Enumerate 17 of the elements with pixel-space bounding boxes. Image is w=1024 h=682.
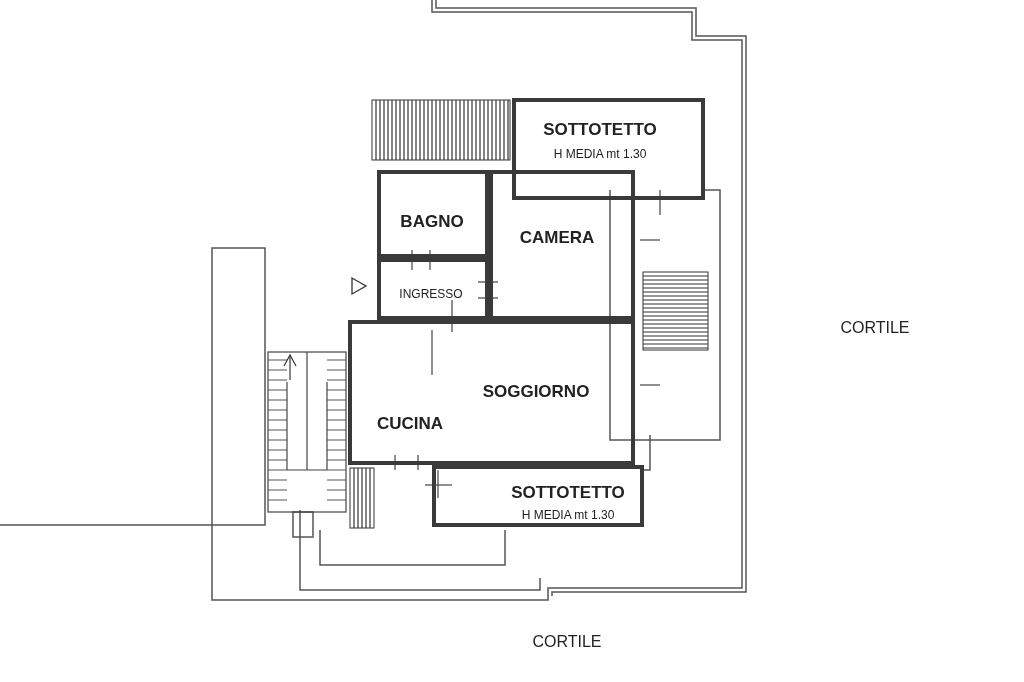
room-name: CAMERA (519, 228, 595, 248)
room-outline (432, 465, 644, 527)
room-outline (489, 170, 635, 320)
room-outline (377, 258, 489, 320)
area-label: CORTILE (840, 319, 910, 337)
room-outline (377, 170, 489, 258)
room-outline (512, 98, 705, 200)
room-name: SOTTOTETTO (511, 483, 625, 503)
room-name: SOTTOTETTO (543, 120, 657, 140)
room-name: INGRESSO (399, 287, 463, 301)
ceiling-height-note: H MEDIA mt 1.30 (521, 508, 615, 522)
ceiling-height-note: H MEDIA mt 1.30 (553, 147, 647, 161)
room-name: BAGNO (400, 212, 464, 232)
area-label: CORTILE (532, 633, 602, 651)
room-name: CUCINA (376, 414, 444, 434)
room-outline (348, 320, 635, 465)
room-name: SOGGIORNO (482, 382, 590, 402)
